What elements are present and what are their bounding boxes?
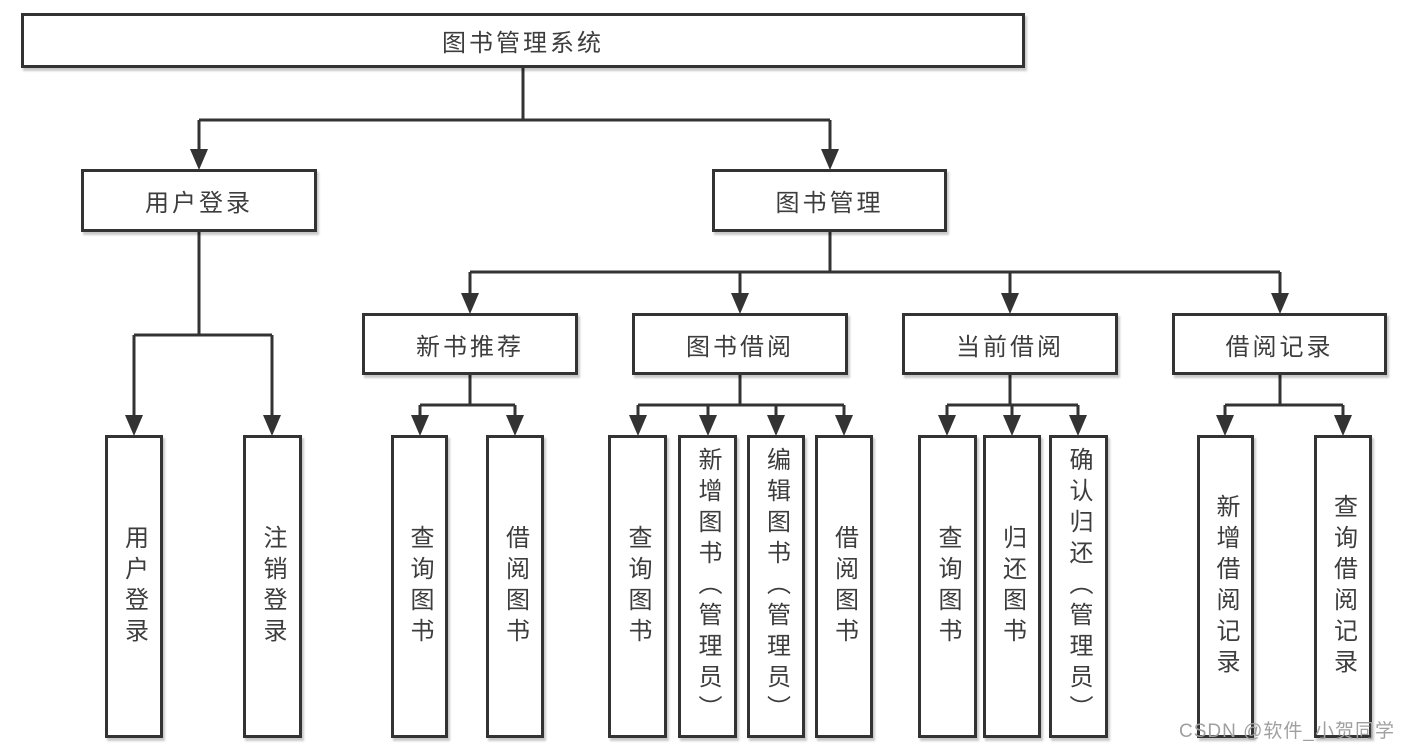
leaf-borrow-books-2: 借阅图书 [815, 435, 873, 738]
node-new-book-recommendation: 新书推荐 [362, 313, 578, 375]
arrow-down-icon [1334, 415, 1352, 436]
connector-new-books-children [411, 375, 524, 436]
arrow-down-icon [821, 149, 839, 170]
arrow-down-icon [629, 415, 647, 436]
arrow-down-icon [699, 415, 717, 436]
leaf-confirm-return-admin: 确认归还（管理员） [1049, 435, 1108, 738]
arrow-down-icon [1003, 415, 1021, 436]
arrow-down-icon [1069, 415, 1087, 436]
leaf-borrow-books-1: 借阅图书 [486, 435, 544, 738]
leaf-query-books-1: 查询图书 [391, 435, 448, 738]
arrow-down-icon [835, 415, 853, 436]
node-book-management-branch: 图书管理 [712, 169, 947, 232]
arrow-down-icon [938, 415, 956, 436]
leaf-query-borrow-record: 查询借阅记录 [1314, 435, 1372, 738]
connector-borrow-records-children [1216, 375, 1352, 436]
arrow-down-icon [461, 293, 479, 314]
connector-current-borrow-children [938, 375, 1087, 436]
connector-root-to-level2 [190, 68, 839, 170]
arrow-down-icon [506, 415, 524, 436]
leaf-logout: 注销登录 [243, 435, 302, 738]
arrow-down-icon [1216, 415, 1234, 436]
csdn-watermark: CSDN @软件_小贺同学 [1179, 721, 1395, 742]
node-library-system: 图书管理系统 [21, 13, 1025, 68]
connector-book-management-children [461, 232, 1289, 314]
connector-user-login-children [125, 232, 281, 436]
leaf-query-books-3: 查询图书 [918, 435, 977, 738]
connector-book-borrow-children [629, 375, 853, 436]
node-borrow-records: 借阅记录 [1172, 313, 1387, 375]
node-book-borrow: 图书借阅 [632, 313, 848, 375]
arrow-down-icon [1271, 293, 1289, 314]
leaf-return-book: 归还图书 [983, 435, 1041, 738]
leaf-query-books-2: 查询图书 [608, 435, 667, 738]
leaf-edit-book-admin: 编辑图书（管理员） [747, 435, 805, 738]
leaf-add-book-admin: 新增图书（管理员） [678, 435, 737, 738]
arrow-down-icon [411, 415, 429, 436]
arrow-down-icon [767, 415, 785, 436]
node-user-login-branch: 用户登录 [81, 169, 317, 232]
node-current-borrow: 当前借阅 [902, 313, 1118, 375]
leaf-add-borrow-record: 新增借阅记录 [1197, 435, 1254, 738]
arrow-down-icon [731, 293, 749, 314]
arrow-down-icon [125, 415, 143, 436]
leaf-user-login: 用户登录 [105, 435, 163, 738]
arrow-down-icon [190, 149, 208, 170]
arrow-down-icon [1001, 293, 1019, 314]
arrow-down-icon [263, 415, 281, 436]
